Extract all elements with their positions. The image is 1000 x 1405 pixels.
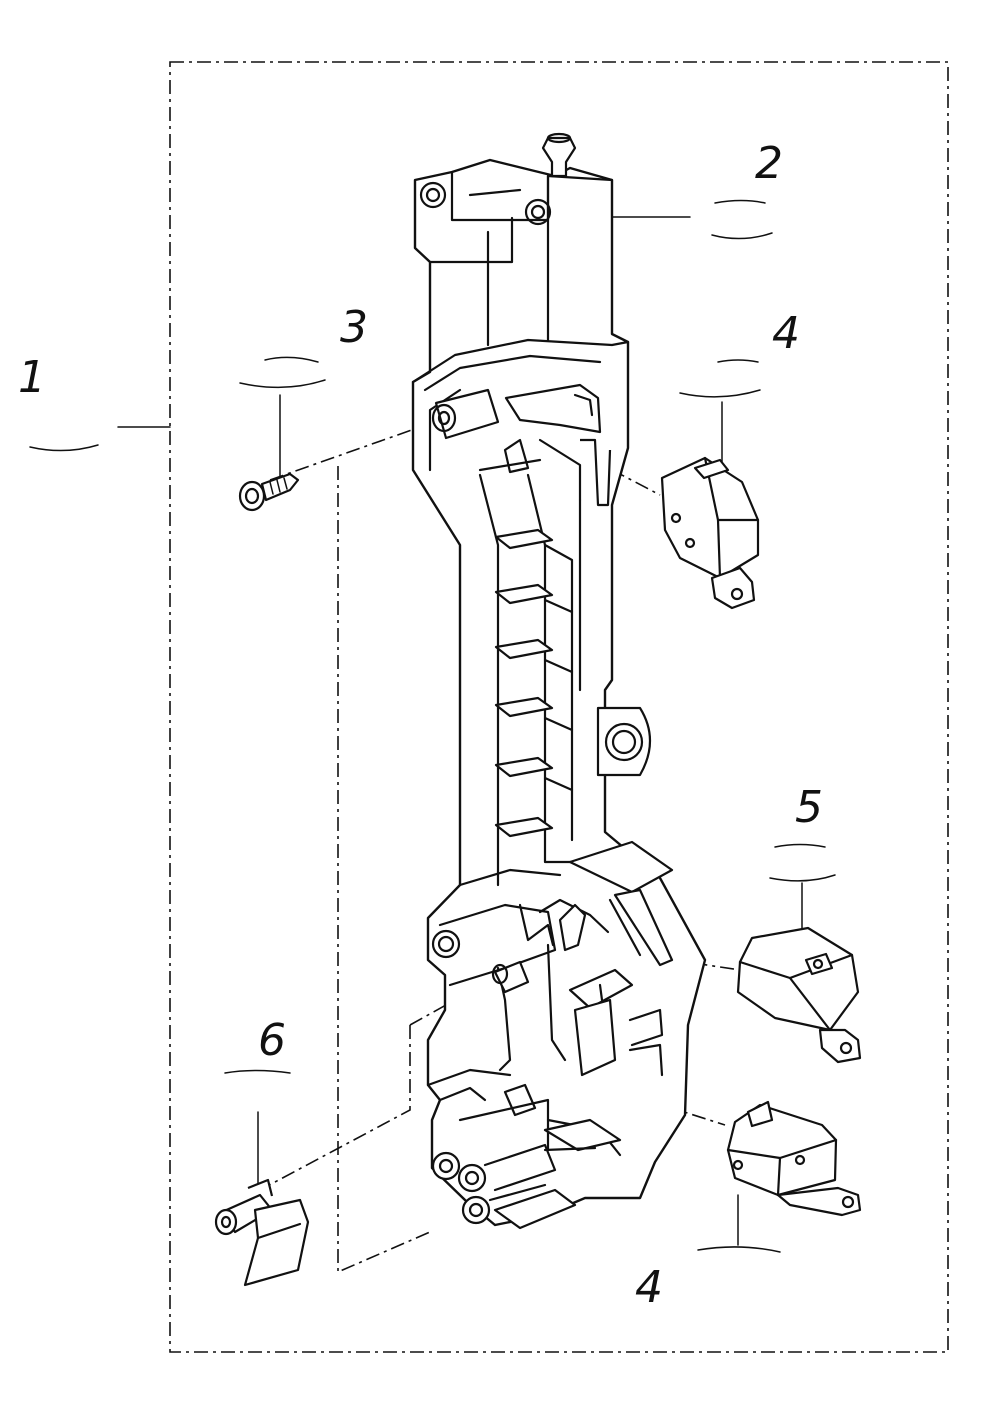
callout-5: 5 (795, 782, 823, 833)
latch-board (411, 132, 707, 1230)
microswitch-bottom (726, 1100, 862, 1217)
callout-1: 1 (18, 352, 46, 403)
callout-2: 2 (755, 138, 783, 189)
bottom-tube-cluster (431, 1143, 557, 1225)
screw (238, 472, 300, 512)
callout-3: 3 (340, 302, 368, 353)
callout-4-top: 4 (772, 308, 800, 359)
microswitch-top (660, 456, 760, 610)
latch-hook (214, 1178, 310, 1287)
assembly-frame (169, 61, 949, 1353)
leader-lines (29, 199, 836, 1253)
microswitch-right (736, 926, 862, 1064)
callout-labels: 1 2 3 4 5 6 4 (18, 138, 823, 1313)
callout-4-bottom: 4 (635, 1262, 663, 1313)
latch-ladder-steps (494, 528, 574, 842)
callout-6: 6 (258, 1015, 286, 1066)
